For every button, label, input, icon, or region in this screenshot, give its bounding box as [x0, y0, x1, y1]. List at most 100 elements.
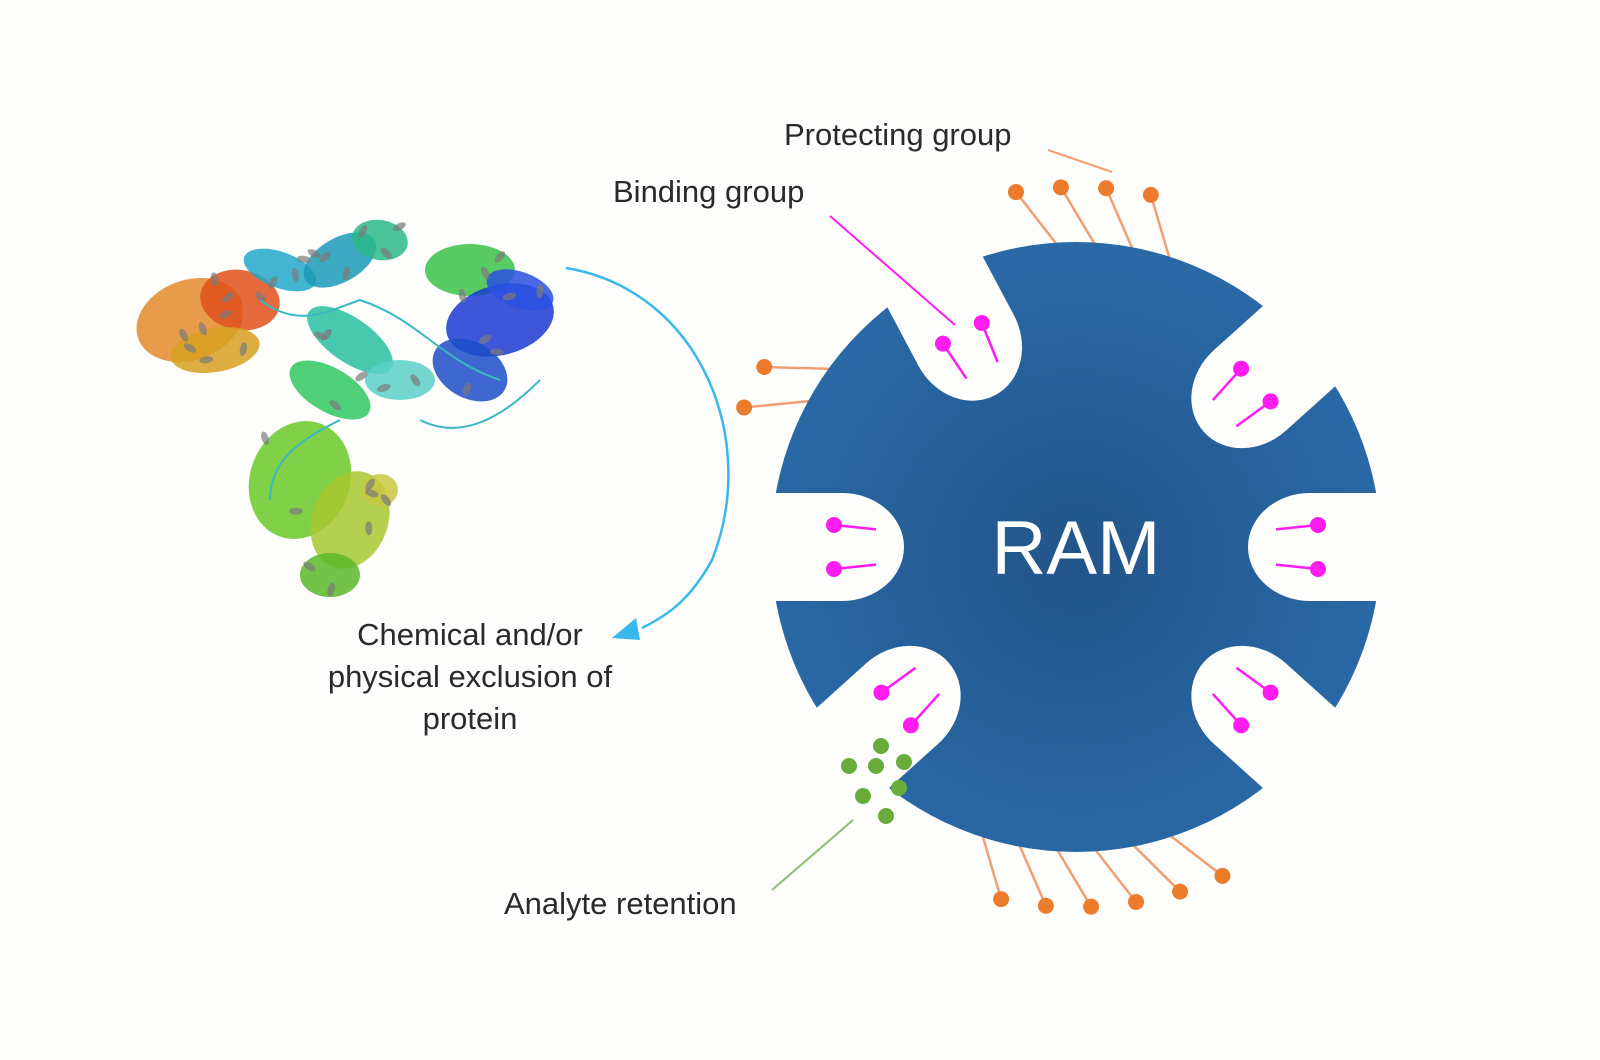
protein-helix-turn — [358, 225, 368, 239]
binding-groups — [826, 314, 1326, 734]
protecting-group-head — [1037, 897, 1054, 914]
binding-group-head — [1233, 360, 1250, 377]
ram-label: RAM — [992, 506, 1161, 591]
protecting-group-stem — [1168, 834, 1224, 877]
analyte-molecules — [841, 738, 912, 824]
curved-arrow-icon — [565, 266, 730, 640]
protein-helix-turn — [199, 356, 214, 364]
protecting-group-head — [993, 891, 1010, 908]
analyte-dot — [873, 738, 889, 754]
protein-helix-turn — [303, 561, 316, 572]
protein-helix-turn — [222, 292, 234, 303]
protein-helix-turn — [297, 255, 311, 263]
protein-helix-turn — [364, 489, 379, 498]
protein-helix-turn — [380, 494, 392, 506]
protein-helix-turn — [355, 371, 368, 382]
binding-group-head — [826, 561, 842, 577]
protecting-group-label: Protecting group — [784, 117, 1011, 152]
binding-group-head — [873, 684, 890, 701]
analyte-dot — [868, 758, 884, 774]
protein-helix-turn — [210, 272, 218, 287]
protein-helix-turn — [365, 521, 373, 536]
binding-group-head — [973, 314, 990, 331]
exclusion-arrow-head — [612, 618, 640, 640]
protein-loop — [359, 299, 501, 381]
protein-helix-turn — [494, 251, 506, 263]
protecting-group-head — [1172, 883, 1189, 900]
binding-group-head — [1310, 561, 1326, 577]
protecting-group-head — [1142, 186, 1159, 203]
protein-helix-turn — [255, 291, 267, 303]
protein-segment — [307, 306, 393, 374]
analyte-retention-label: Analyte retention — [504, 886, 737, 921]
protein-helix-turn — [489, 348, 504, 356]
protecting-group-stem — [981, 834, 1003, 900]
protein-loop — [269, 419, 341, 501]
binding-group-head — [1262, 393, 1279, 410]
binding-group-label: Binding group — [613, 174, 804, 209]
exclusion-label-line2: physical exclusion of — [328, 659, 613, 694]
protein-helix-turn — [183, 343, 197, 353]
protein-helix-turn — [380, 247, 393, 259]
binding-group-leader — [829, 215, 956, 326]
protecting-group-head — [756, 359, 773, 375]
protein-helix-turn — [288, 507, 303, 515]
protein-segment — [289, 360, 371, 420]
protecting-group-stem — [1055, 848, 1093, 908]
protecting-group-stem — [1094, 848, 1138, 903]
protein-helix-turn — [291, 267, 300, 282]
protecting-group-stem — [764, 365, 831, 371]
protein-helix-turn — [480, 266, 490, 280]
protein-helix-turn — [198, 322, 208, 336]
protecting-group-stem — [1104, 187, 1134, 250]
protein-helix-turn — [462, 382, 472, 396]
protecting-group-head — [1083, 898, 1100, 915]
protein-helix-turn — [376, 384, 391, 392]
protecting-group-head — [736, 399, 753, 416]
protein-helix-turn — [179, 328, 189, 342]
protein-helix-turn — [319, 251, 331, 263]
exclusion-arrow-path — [565, 266, 730, 630]
binding-group-head — [1310, 517, 1326, 533]
protein-segment — [365, 360, 435, 400]
binding-group-head — [1233, 717, 1250, 734]
protecting-groups — [736, 179, 1231, 915]
binding-group-head — [1262, 684, 1279, 701]
analyte-dot — [855, 788, 871, 804]
binding-group-head — [934, 335, 951, 352]
protecting-group-stem — [744, 399, 811, 409]
protein-ribbon-structure-icon — [136, 219, 554, 597]
protein-helix-turn — [365, 478, 375, 491]
protein-helix-turn — [502, 292, 517, 301]
protein-helix-turn — [410, 374, 421, 387]
protein-segment — [300, 553, 360, 597]
analyte-dot — [878, 808, 894, 824]
ram-particle — [771, 242, 1381, 852]
analyte-dot — [841, 758, 857, 774]
protein-helix-turn — [342, 266, 350, 281]
protein-helix-turn — [458, 288, 467, 303]
protein-helix-turn — [261, 431, 270, 445]
protecting-group-head — [1052, 179, 1069, 196]
protein-loop — [419, 379, 541, 429]
exclusion-label-line1: Chemical and/or — [357, 617, 583, 652]
protecting-group-stem — [1018, 844, 1048, 907]
protein-segment — [486, 269, 554, 311]
exclusion-label-line3: protein — [423, 701, 518, 736]
protein-segment — [170, 326, 260, 374]
protein-helix-turn — [239, 342, 248, 356]
protein-helix-turn — [321, 328, 332, 341]
binding-group-head — [902, 717, 919, 734]
protecting-group-stem — [1149, 194, 1171, 260]
protein-helix-turn — [327, 582, 336, 597]
protecting-group-head — [1098, 180, 1115, 197]
protecting-group-stem — [1131, 843, 1181, 893]
protecting-group-leader — [1047, 149, 1113, 173]
protein-helix-turn — [392, 222, 406, 232]
analyte-dot — [896, 754, 912, 770]
protein-helix-turn — [479, 334, 492, 344]
protecting-group-head — [1007, 184, 1024, 201]
protecting-group-head — [1214, 867, 1231, 884]
protein-helix-turn — [536, 284, 544, 299]
